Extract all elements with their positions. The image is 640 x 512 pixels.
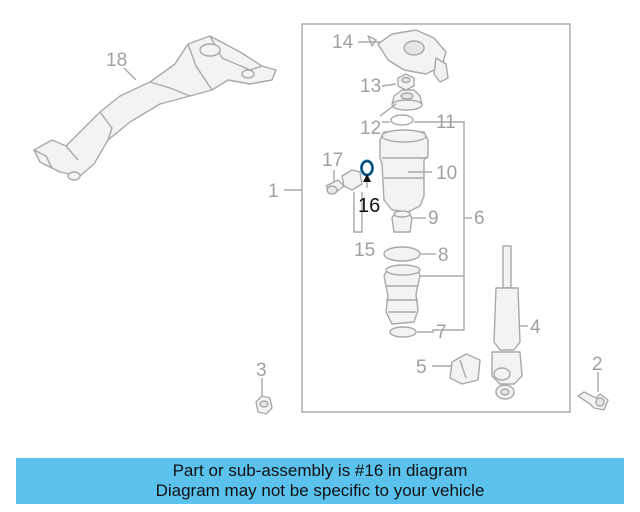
callout-6: 6 — [474, 208, 485, 229]
banner-line-disclaimer: Diagram may not be specific to your vehi… — [155, 481, 485, 500]
part-2-bolt[interactable] — [577, 391, 609, 411]
callout-12: 12 — [360, 118, 381, 139]
callout-3: 3 — [256, 360, 267, 381]
part-18-subframe[interactable] — [33, 35, 277, 181]
part-9-bump-stop[interactable] — [391, 210, 413, 233]
callout-4: 4 — [530, 317, 541, 338]
part-11-seal-ring[interactable] — [390, 114, 414, 126]
info-banner: Part or sub-assembly is #16 in diagram D… — [16, 458, 624, 504]
callout-18: 18 — [106, 50, 127, 71]
part-17-fitting[interactable] — [325, 169, 363, 195]
callout-10: 10 — [436, 163, 457, 184]
callout-11: 11 — [436, 112, 456, 133]
part-3-nut[interactable] — [255, 395, 273, 415]
callout-1: 1 — [268, 181, 279, 202]
callout-2: 2 — [592, 354, 603, 375]
callout-13: 13 — [360, 76, 381, 97]
callout-7: 7 — [436, 322, 447, 343]
part-4-shock-absorber[interactable] — [491, 245, 523, 400]
part-7-lower-ring[interactable] — [389, 326, 417, 338]
callout-17: 17 — [322, 150, 343, 171]
assembly-frame — [301, 23, 571, 413]
leader-lines — [123, 41, 599, 396]
callout-8: 8 — [438, 245, 449, 266]
part-16-seal-ring[interactable] — [360, 159, 374, 177]
banner-line-part: Part or sub-assembly is #16 in diagram — [172, 461, 468, 480]
part-10-air-spring[interactable] — [379, 129, 429, 213]
parts-diagram: 18 14 13 12 11 10 17 16 9 6 15 8 7 1 4 5… — [33, 23, 609, 415]
part-5-bracket[interactable] — [449, 353, 481, 385]
part-7-dust-boot[interactable] — [383, 264, 421, 325]
part-8-ring[interactable] — [383, 246, 421, 262]
part-13-nut[interactable] — [397, 73, 415, 91]
callout-15: 15 — [354, 240, 375, 261]
part-14-upper-mount[interactable] — [367, 29, 449, 83]
callout-5: 5 — [416, 357, 427, 378]
callout-9: 9 — [428, 208, 439, 229]
callout-14: 14 — [332, 32, 354, 53]
callouts: 18 14 13 12 11 10 17 16 9 6 15 8 7 1 4 5… — [106, 32, 603, 381]
callout-16: 16 — [358, 195, 380, 217]
part-12-bushing[interactable] — [391, 89, 423, 111]
